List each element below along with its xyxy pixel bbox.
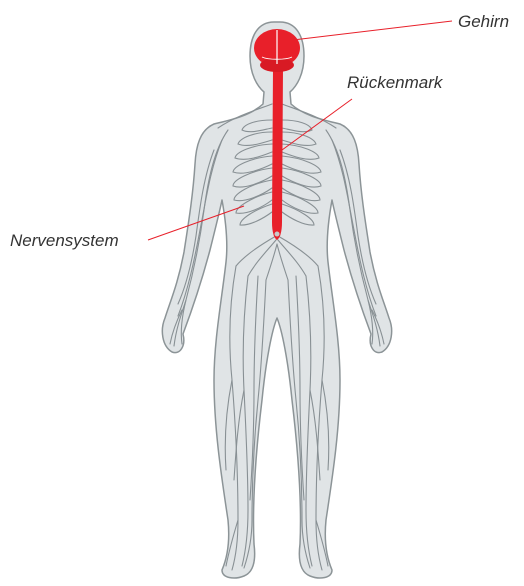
brain xyxy=(254,29,300,72)
label-spinal-cord: Rückenmark xyxy=(347,73,442,93)
label-nervous-system: Nervensystem xyxy=(10,231,119,251)
label-brain: Gehirn xyxy=(458,12,509,32)
leader-line-brain xyxy=(293,21,452,40)
cauda-end-marker xyxy=(274,231,280,237)
spinal-cord xyxy=(272,68,283,240)
